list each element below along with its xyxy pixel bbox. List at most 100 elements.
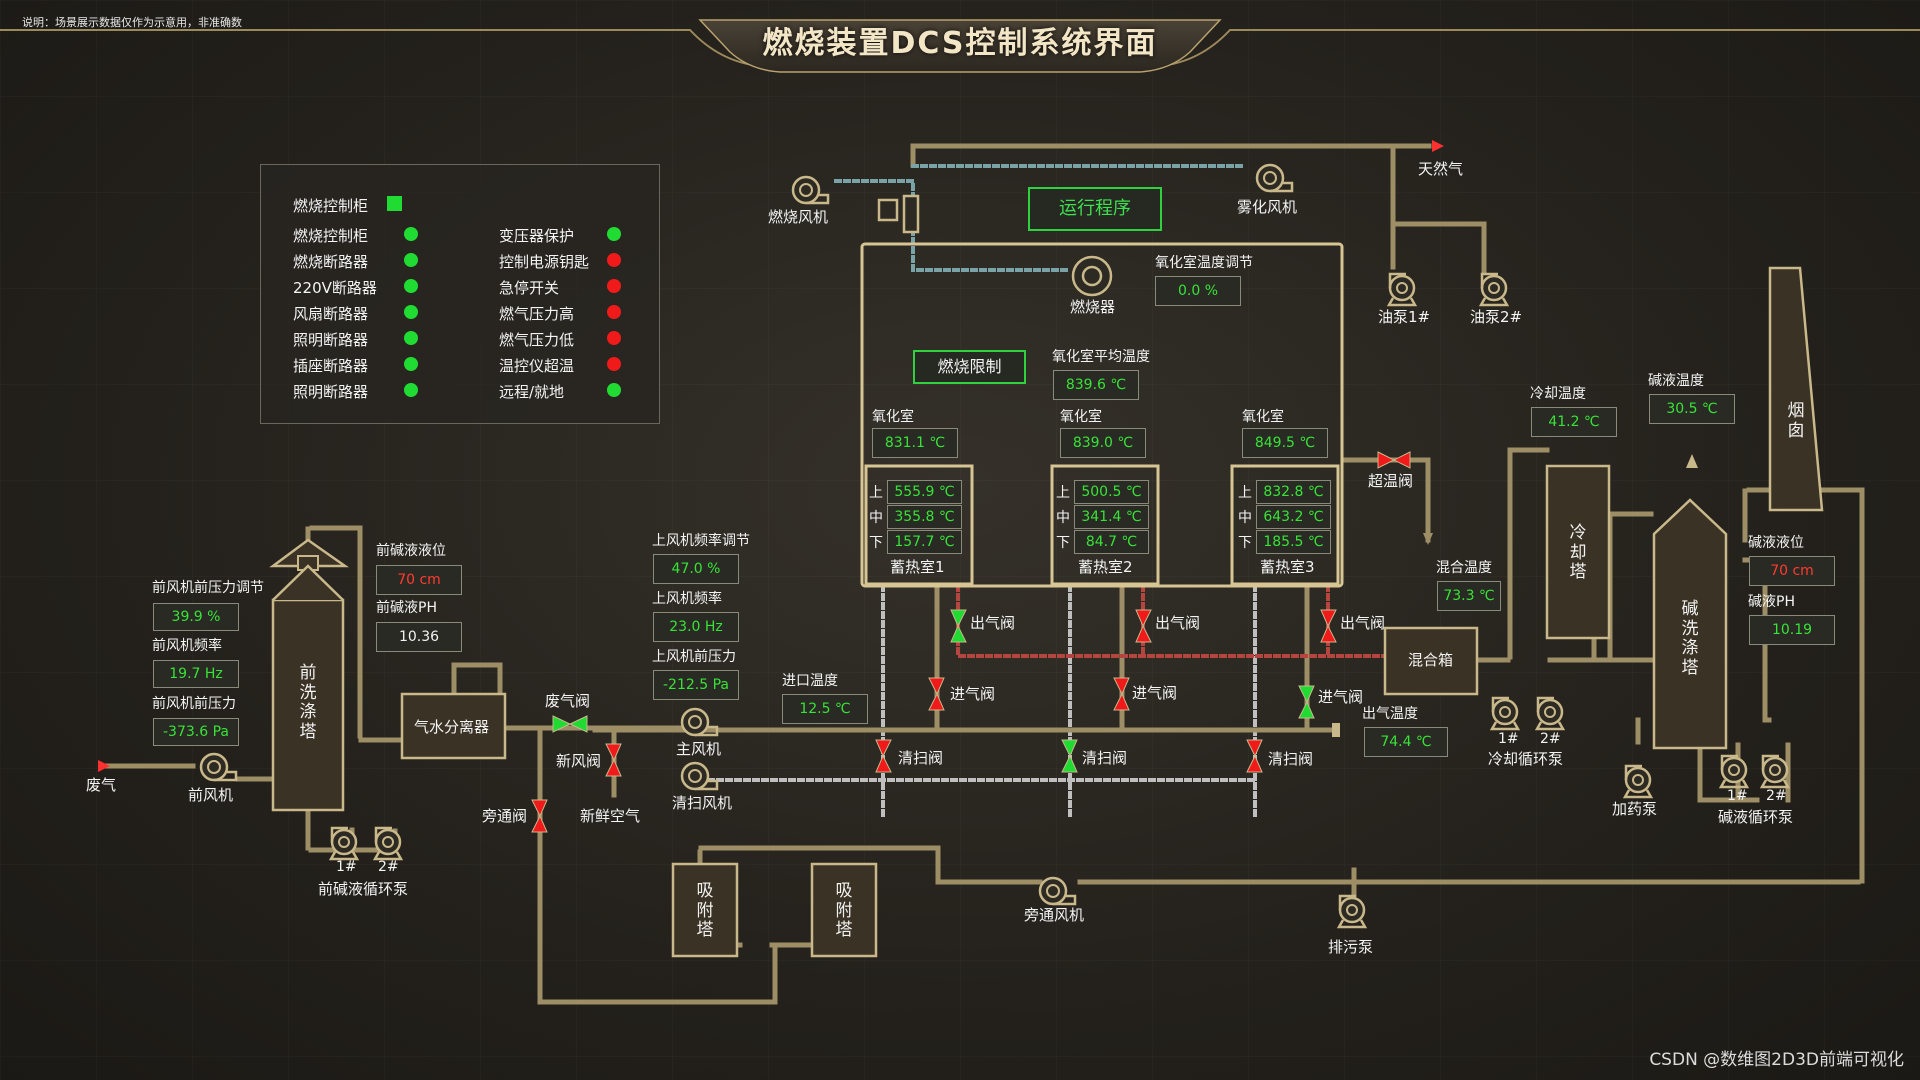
bypass-fan-label: 旁通风机 <box>1024 906 1085 924</box>
status-label: 照明断路器 <box>293 331 369 349</box>
caustic-level-label: 碱液液位 <box>1748 535 1804 551</box>
pre-level-label: 前碱液液位 <box>376 543 446 559</box>
adsorb-tower1-label: 吸附塔 <box>696 881 714 941</box>
inlet-valve1-label: 进气阀 <box>950 685 996 703</box>
front-fan-label: 前风机 <box>188 786 234 804</box>
upper-fan-adj-label: 上风机频率调节 <box>652 533 750 549</box>
waste-gas-label: 废气 <box>86 776 117 794</box>
status-panel: 燃烧控制柜 燃烧控制柜 燃烧断路器 220V断路器 风扇断路器 照明断路器 插座… <box>260 164 660 424</box>
status-label: 插座断路器 <box>293 357 369 375</box>
ox-room3-value: 849.5 ℃ <box>1242 428 1328 458</box>
bypass-valve-label: 旁通阀 <box>482 807 528 825</box>
outlet-valve3-label: 出气阀 <box>1340 614 1386 632</box>
natural-gas-label: 天然气 <box>1418 160 1464 178</box>
drain-pump-label: 排污泵 <box>1328 938 1374 956</box>
fresh-valve-label: 新风阀 <box>556 752 602 770</box>
mix-temp-value: 73.3 ℃ <box>1437 581 1501 611</box>
pre-ph-label: 前碱液PH <box>376 600 437 616</box>
status-label: 温控仪超温 <box>499 357 575 375</box>
inlet-valve3-label: 进气阀 <box>1318 688 1364 706</box>
caustic-level-value: 70 cm <box>1749 556 1835 586</box>
ox-temp-adj-value[interactable]: 0.0 % <box>1155 276 1241 306</box>
front-fan-freq-value: 19.7 Hz <box>153 660 239 688</box>
regen2-label: 蓄热室2 <box>1078 558 1133 576</box>
main-fan-label: 主风机 <box>676 740 722 758</box>
purge-valve2-label: 清扫阀 <box>1082 749 1128 767</box>
lower-label: 下 <box>1056 535 1070 551</box>
regen3-upper-value: 832.8 ℃ <box>1256 480 1331 504</box>
outlet-valve2-label: 出气阀 <box>1155 614 1201 632</box>
caustic-pump-1-label: 1# <box>1727 788 1748 804</box>
overtemp-valve-label: 超温阀 <box>1368 472 1414 490</box>
chimney-label: 烟囱 <box>1787 401 1805 441</box>
status-dot-ok <box>404 383 418 397</box>
run-program-button[interactable]: 运行程序 <box>1028 187 1162 231</box>
inlet-temp-label: 进口温度 <box>782 673 838 689</box>
mix-temp-label: 混合温度 <box>1436 560 1492 576</box>
cool-temp-value: 41.2 ℃ <box>1531 407 1617 437</box>
status-dot-alarm <box>607 253 621 267</box>
upper-fan-p-value: -212.5 Pa <box>653 670 739 700</box>
middle-label: 中 <box>1238 510 1252 526</box>
ox-avg-temp-value: 839.6 ℃ <box>1053 370 1139 400</box>
burn-limit-button[interactable]: 燃烧限制 <box>913 350 1026 384</box>
regen2-middle-value: 341.4 ℃ <box>1074 505 1149 529</box>
pre-pump-1-label: 1# <box>336 859 357 875</box>
ox-room1-value: 831.1 ℃ <box>872 428 958 458</box>
lower-label: 下 <box>1238 535 1252 551</box>
regen3-lower-value: 185.5 ℃ <box>1256 530 1331 554</box>
caustic-ph-value: 10.19 <box>1749 615 1835 645</box>
burner-fan-label: 燃烧风机 <box>768 208 829 226</box>
adsorb-tower2-label: 吸附塔 <box>835 881 853 941</box>
title-banner <box>698 19 1222 73</box>
ox-room2-label: 氧化室 <box>1060 409 1102 425</box>
regen1-middle-value: 355.8 ℃ <box>887 505 962 529</box>
status-dot-ok <box>607 383 621 397</box>
regen3-label: 蓄热室3 <box>1260 558 1315 576</box>
status-label: 燃气压力高 <box>499 305 575 323</box>
status-label: 燃烧断路器 <box>293 253 369 271</box>
status-dot-alarm <box>607 331 621 345</box>
regen2-lower-value: 84.7 ℃ <box>1074 530 1149 554</box>
upper-label: 上 <box>1238 485 1252 501</box>
upper-label: 上 <box>869 485 883 501</box>
status-dot-ok <box>404 331 418 345</box>
dosing-pump-label: 加药泵 <box>1612 800 1658 818</box>
cool-pump-1-label: 1# <box>1498 731 1519 747</box>
fresh-air-label: 新鲜空气 <box>580 807 641 825</box>
middle-label: 中 <box>869 510 883 526</box>
outlet-temp-value: 74.4 ℃ <box>1364 727 1448 757</box>
upper-label: 上 <box>1056 485 1070 501</box>
burner-label: 燃烧器 <box>1070 298 1116 316</box>
front-fan-p-adj-value[interactable]: 39.9 % <box>153 603 239 631</box>
upper-fan-freq-value: 23.0 Hz <box>653 612 739 642</box>
caustic-pump-2-label: 2# <box>1766 788 1787 804</box>
regen2-upper-value: 500.5 ℃ <box>1074 480 1149 504</box>
pre-ph-value: 10.36 <box>376 622 462 652</box>
header: 燃烧装置DCS控制系统界面 <box>630 0 1290 74</box>
pre-level-value: 70 cm <box>376 565 462 595</box>
status-label: 风扇断路器 <box>293 305 369 323</box>
pre-scrubber-label: 前洗涤塔 <box>299 663 317 742</box>
disclaimer-note: 说明：场景展示数据仅作为示意用，非准确数 <box>22 16 242 29</box>
pre-caustic-pump-label: 前碱液循环泵 <box>318 880 409 898</box>
mix-box-label: 混合箱 <box>1408 651 1454 669</box>
lower-label: 下 <box>869 535 883 551</box>
front-fan-p-label: 前风机前压力 <box>152 696 236 712</box>
status-dot-alarm <box>607 305 621 319</box>
status-label: 控制电源钥匙 <box>499 253 590 271</box>
status-dot-alarm <box>607 279 621 293</box>
purge-valve1-label: 清扫阀 <box>898 749 944 767</box>
cool-temp-label: 冷却温度 <box>1530 386 1586 402</box>
inlet-temp-value: 12.5 ℃ <box>782 694 868 724</box>
purge-fan-label: 清扫风机 <box>672 794 733 812</box>
ox-temp-adj-label: 氧化室温度调节 <box>1155 255 1253 271</box>
status-label: 燃烧控制柜 <box>293 227 369 245</box>
regen1-lower-value: 157.7 ℃ <box>887 530 962 554</box>
cooling-tower-label: 冷却塔 <box>1569 523 1587 583</box>
status-dot-ok <box>404 357 418 371</box>
upper-fan-adj-value[interactable]: 47.0 % <box>653 554 739 584</box>
upper-fan-freq-label: 上风机频率 <box>652 591 722 607</box>
